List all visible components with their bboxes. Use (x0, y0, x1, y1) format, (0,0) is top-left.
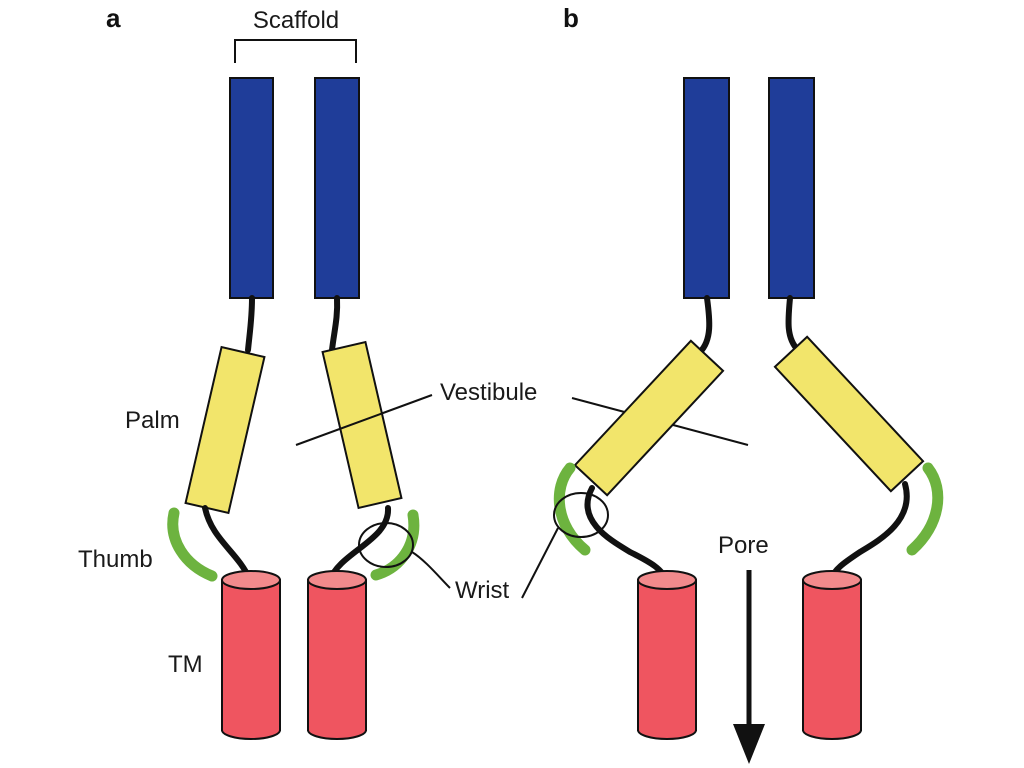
linker-b-left-upper (697, 295, 713, 355)
scaffold-block-a-right (314, 77, 360, 299)
thumb-b-left (553, 462, 591, 556)
pore-label: Pore (718, 532, 769, 559)
tm-b-left (637, 570, 697, 740)
wrist-circle-a (358, 522, 414, 568)
tm-b-right (802, 570, 862, 740)
palm-label: Palm (125, 407, 180, 434)
palm-a-right (321, 340, 403, 510)
vestibule-leader-a (295, 394, 433, 446)
palm-b-left (573, 339, 725, 497)
wrist-annotation: Wrist (411, 527, 559, 604)
linker-b-right-upper (785, 295, 801, 353)
tm-a-right (307, 570, 367, 740)
thumb-label: Thumb (78, 546, 153, 573)
scaffold-label: Scaffold (253, 7, 339, 34)
vestibule-label: Vestibule (440, 379, 537, 406)
palm-b-right (773, 335, 925, 493)
scaffold-block-a-left (229, 77, 274, 299)
linker-a-left-lower (202, 505, 253, 583)
scaffold-bracket (234, 39, 357, 63)
wrist-circle-b (553, 492, 609, 538)
linker-a-right-upper (329, 295, 341, 353)
wrist-leader-b (521, 527, 559, 599)
panel-a-label: a (106, 3, 121, 33)
tm-a-left (221, 570, 281, 740)
scaffold-block-b-left (683, 77, 730, 299)
thumb-a-left (167, 507, 218, 582)
panel-a: a Scaffold (78, 3, 420, 740)
thumb-a-right (370, 509, 420, 581)
panel-b-label: b (563, 3, 579, 33)
tm-label: TM (168, 651, 203, 678)
linker-a-left-upper (245, 295, 255, 353)
pore-arrow-head (733, 724, 765, 764)
panel-b: b (553, 3, 944, 764)
scaffold-block-b-right (768, 77, 815, 299)
palm-a-left (184, 345, 266, 515)
linker-b-left-lower (584, 485, 668, 583)
wrist-label: Wrist (455, 577, 510, 604)
wrist-leader-a (411, 551, 451, 589)
linker-b-right-lower (828, 481, 910, 583)
thumb-b-right (906, 462, 944, 556)
